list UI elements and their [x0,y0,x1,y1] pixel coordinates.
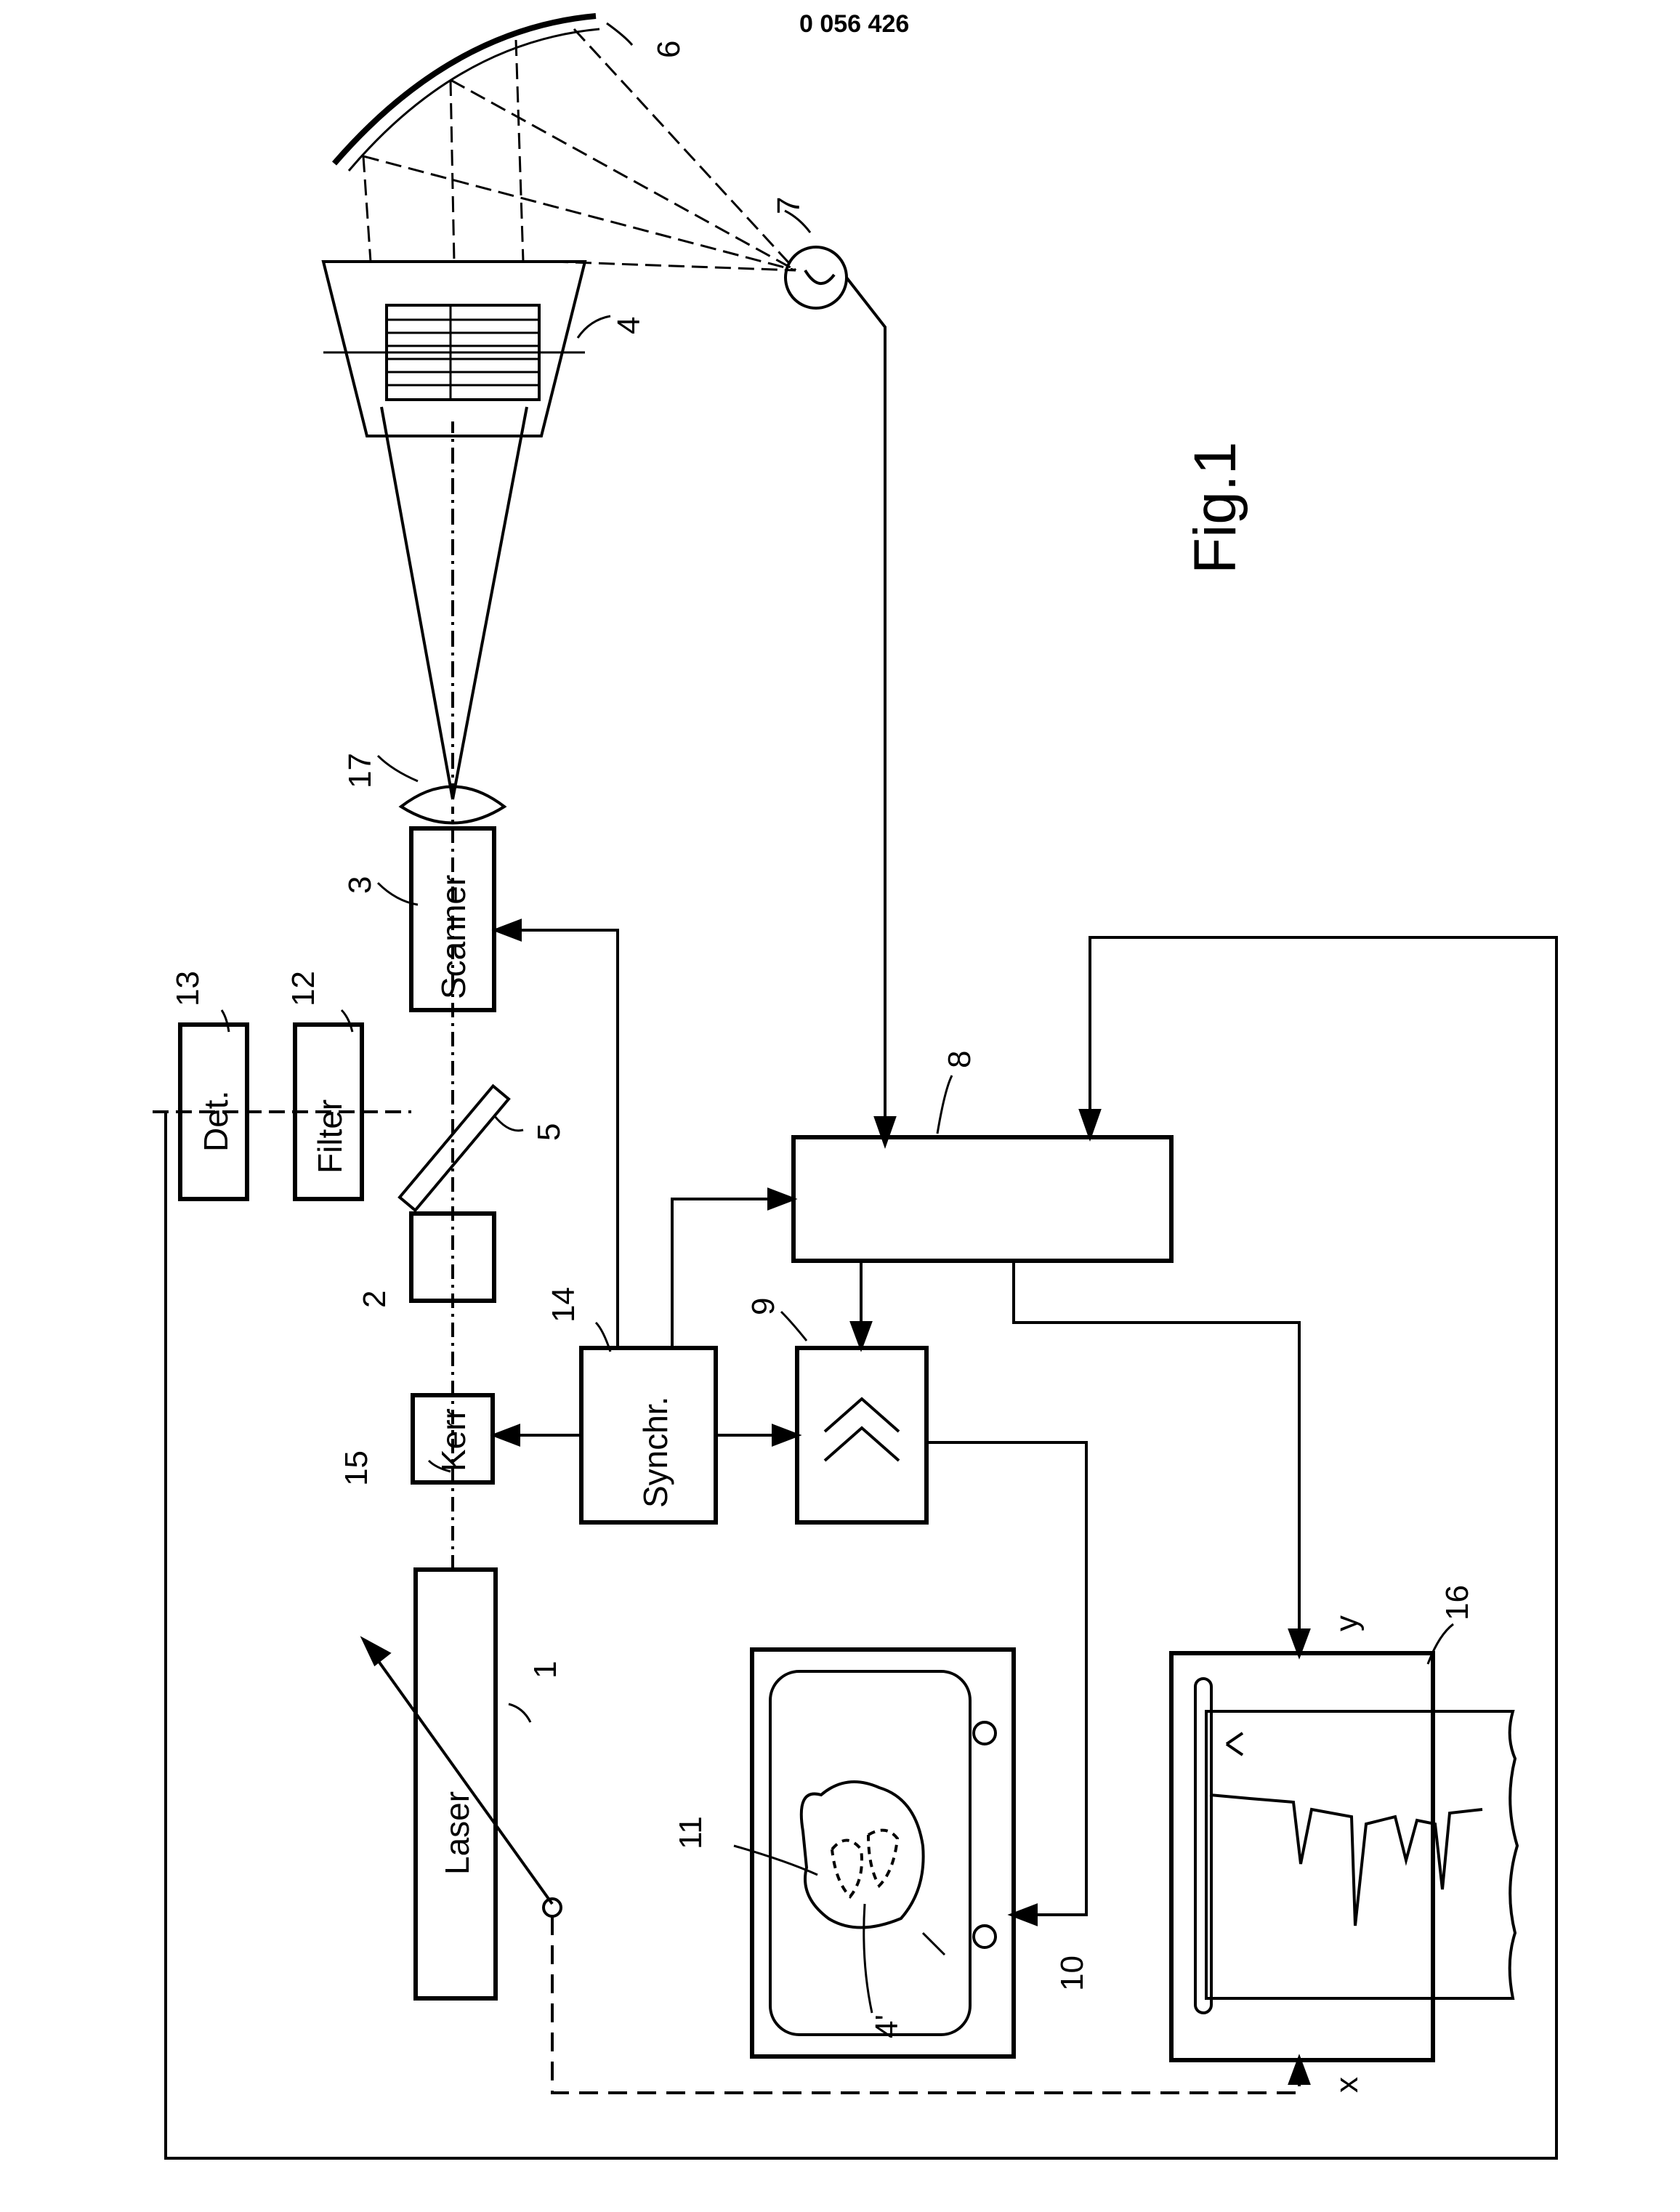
arrow-into-scanner [496,921,520,940]
synchr-label: Synchr. [637,1397,674,1508]
ref-10: 10 [1054,1955,1090,1991]
object-4 [323,262,585,436]
sync-to-processor [672,1199,788,1348]
laser-block [416,1570,496,1998]
ref-3: 3 [342,876,378,894]
recorder-roller [1195,1679,1211,2013]
leader-lines [222,23,1453,2013]
ref-2: 2 [357,1291,392,1308]
kerr-label: Kerr [435,1408,472,1472]
recorder-pen [1227,1733,1243,1755]
concave-mirror-6 [334,16,596,164]
amplifier-9 [797,1348,926,1522]
ref-12: 12 [286,971,321,1006]
ref-11: 11 [673,1816,708,1849]
laser-label: Laser [438,1791,476,1875]
ref-17: 17 [342,753,378,788]
feedback-line-to-8 [166,937,1556,2158]
grating-lines [323,305,585,400]
recorder-trace [1210,1795,1482,1926]
dashed-line-laser-to-recorder-x [552,1916,1299,2093]
arrow-into-amplifier-top [852,1323,871,1348]
axis-y-label: y [1329,1615,1365,1631]
scan-ray-left [381,407,453,799]
ref-13: 13 [170,971,206,1006]
figure-label: Fig.1 [1182,442,1248,574]
ref-7: 7 [771,197,807,214]
processor-8 [793,1137,1171,1261]
signal-line-7-to-8 [847,278,885,1134]
ref-9: 9 [746,1298,781,1315]
ref-8: 8 [942,1051,977,1068]
page-number: 0 056 426 [799,10,909,39]
monitor-10 [752,1650,1014,2056]
amplifier-symbol [825,1399,899,1461]
ref-4-prime: 4' [869,2014,905,2038]
arrow-into-kerr [494,1426,519,1445]
ref-15: 15 [339,1450,374,1486]
ref-1: 1 [528,1661,563,1679]
processor-to-recorder-y [1014,1261,1299,1650]
ref-4: 4 [611,317,647,334]
scanner-label: Scanner [435,875,472,999]
arrow-feedback-into-8 [1081,1110,1099,1137]
arrow-into-amplifier [773,1426,798,1445]
ref-14: 14 [546,1287,581,1323]
photodetector-7 [786,247,847,308]
filter-label: Filter [311,1099,349,1174]
reflection-lines [363,29,796,270]
ref-6: 6 [651,41,687,58]
laser-tuning-arrowhead [363,1639,389,1664]
ref-16: 16 [1439,1585,1475,1620]
axis-x-label: x [1329,2077,1365,2093]
scan-ray-right [453,407,527,799]
arrow-into-processor [769,1190,793,1208]
arrow-into-8 [876,1118,894,1145]
ref-5: 5 [531,1123,567,1141]
photodetector-7-symbol [805,270,834,283]
amplifier-to-monitor [926,1442,1086,1915]
monitor-knob-top [974,1722,996,1744]
det-label: Det. [197,1091,235,1152]
image-11-marks [832,1830,897,1897]
monitor-knob-bottom [974,1926,996,1947]
